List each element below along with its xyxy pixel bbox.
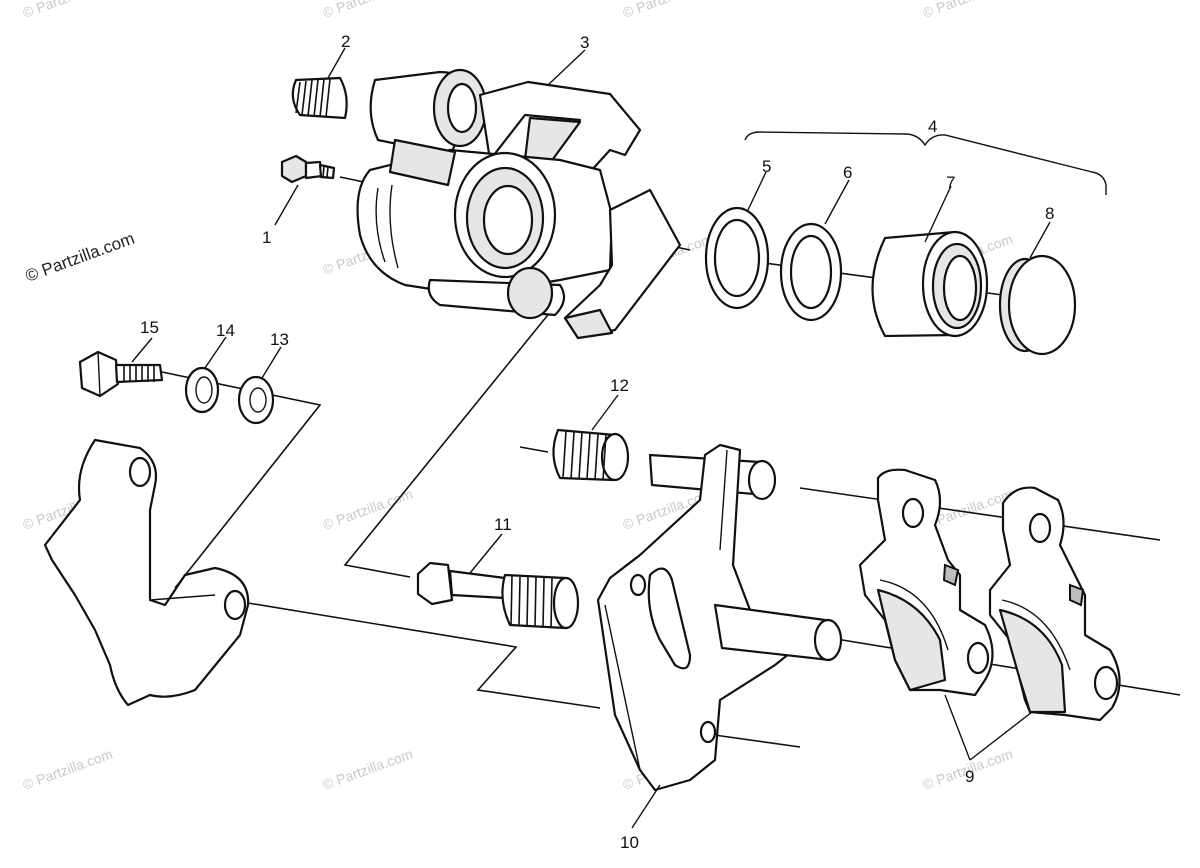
callout-4: 4 xyxy=(928,117,937,136)
watermark: © Partzilla.com xyxy=(921,0,1015,21)
callout-8: 8 xyxy=(1045,204,1054,223)
piston-seal xyxy=(704,206,770,310)
partzilla-watermark: © Partzilla.com xyxy=(23,229,137,286)
watermark: © Partzilla.com xyxy=(21,746,115,793)
lock-washer xyxy=(184,366,220,414)
callout-12: 12 xyxy=(610,376,629,395)
slide-bolt xyxy=(416,561,580,630)
brake-pad-inner xyxy=(858,468,994,697)
callout-6: 6 xyxy=(843,163,852,182)
brake-pad-outer xyxy=(988,486,1121,722)
callout-1: 1 xyxy=(262,228,271,247)
flat-washer xyxy=(237,375,275,425)
bleeder-screw xyxy=(291,76,348,120)
callout-11: 11 xyxy=(494,515,512,534)
caliper-piston xyxy=(871,230,989,338)
kit-brace xyxy=(744,131,1107,195)
callout-15: 15 xyxy=(140,318,159,337)
fork-leg-mount xyxy=(43,438,250,707)
watermark: © Partzilla.com xyxy=(321,746,415,793)
callout-3: 3 xyxy=(580,33,589,52)
watermark: © Partzilla.com xyxy=(321,486,415,533)
callout-leaders xyxy=(131,47,1051,829)
slide-pin-boot xyxy=(552,428,630,482)
callout-5: 5 xyxy=(762,157,771,176)
callout-9: 9 xyxy=(965,767,974,786)
caliper-body xyxy=(356,68,682,340)
watermark: © Partzilla.com xyxy=(21,0,115,21)
bleeder-fitting xyxy=(280,154,336,184)
callout-13: 13 xyxy=(270,330,289,349)
caliper-bracket xyxy=(596,443,843,792)
piston-cap xyxy=(998,254,1077,356)
callout-2: 2 xyxy=(341,32,350,51)
callout-10: 10 xyxy=(620,833,639,852)
callout-numbers: 1 2 3 4 5 6 7 8 9 10 11 12 13 14 15 xyxy=(140,32,1054,852)
callout-7: 7 xyxy=(946,173,955,192)
watermark: © Partzilla.com xyxy=(321,0,415,21)
dust-seal xyxy=(779,222,843,322)
watermark: © Partzilla.com xyxy=(621,0,715,21)
mounting-bolt xyxy=(78,350,164,398)
callout-14: 14 xyxy=(216,321,235,340)
